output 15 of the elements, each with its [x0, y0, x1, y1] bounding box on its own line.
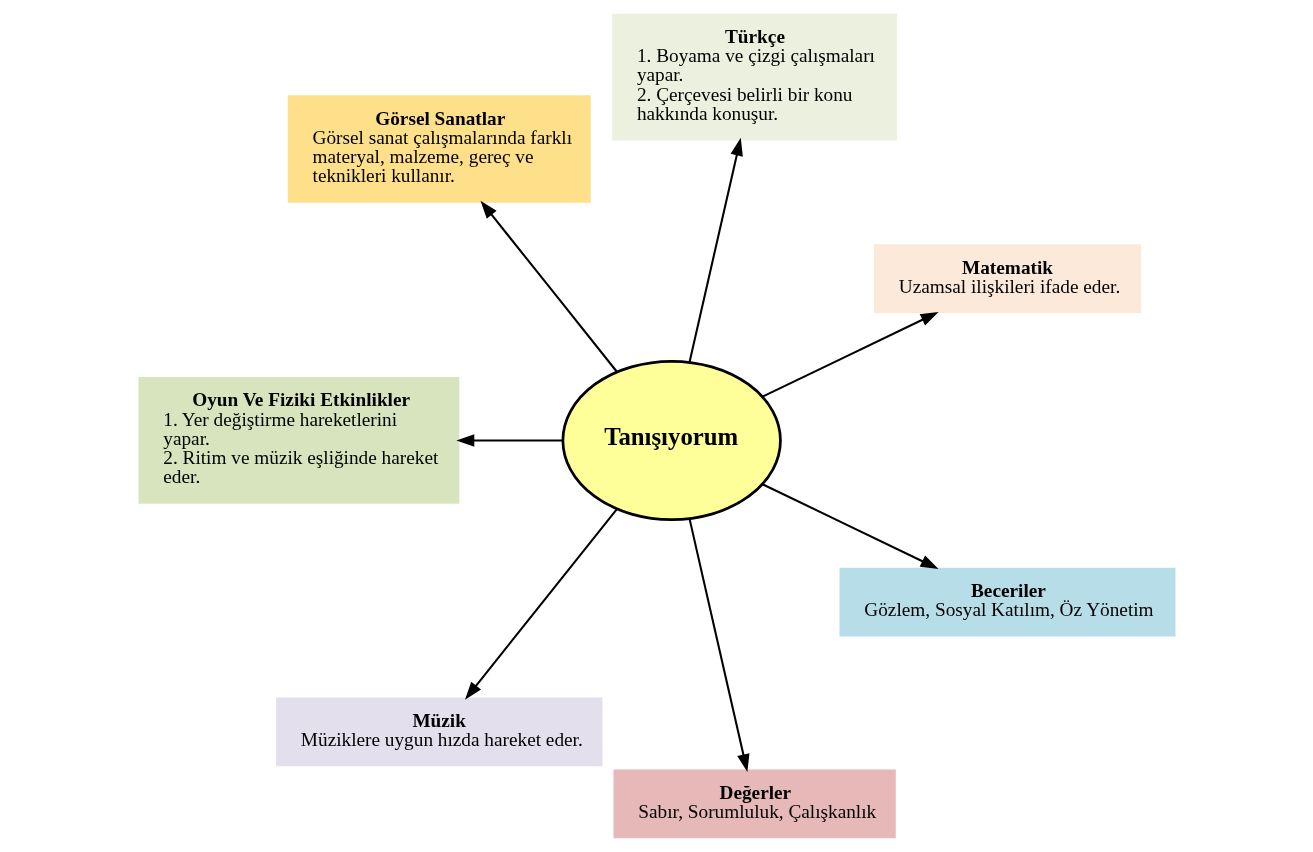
arrow [455, 434, 563, 447]
arrow [688, 137, 743, 363]
arrow [464, 508, 618, 700]
node-box: Matematik Uzamsal ilişkileri ifade eder. [873, 244, 1141, 314]
arrow [761, 483, 939, 569]
node-ellipse: Tanışıyorum [561, 359, 782, 521]
node-box: Değerler Sabır, Sorumluluk, Çalışkanlık [613, 769, 896, 839]
node-box: Görsel Sanatlar Görsel sanat çalışmalarında farklı materyal, malzeme, gereç ve teknikleri kullanır. [287, 95, 591, 203]
node-box: Türkçe 1. Boyama ve çizgi çalışmaları yapar. 2. Çerçevesi belirli bir konu hakkında konuşur. [611, 13, 897, 141]
arrow [761, 311, 939, 398]
arrow [480, 200, 618, 373]
node-box: Müzik Müziklere uygun hızda hareket eder. [275, 697, 602, 767]
node-box: Beceriler Gözlem, Sosyal Katılım, Öz Yönetim [839, 567, 1175, 637]
arrow [688, 518, 749, 773]
node-box: Oyun Ve Fiziki Etkinlikler 1. Yer değiştirme hareketlerini yapar. 2. Ritim ve müzik eşliğinde hareket eder. [138, 377, 459, 504]
